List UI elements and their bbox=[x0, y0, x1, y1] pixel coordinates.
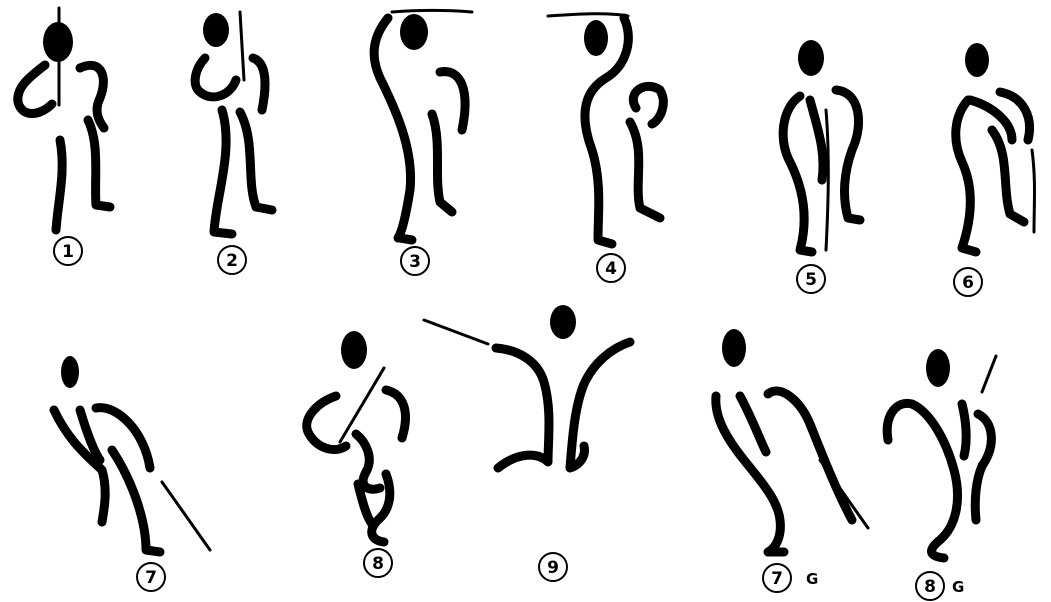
figure-head bbox=[722, 329, 746, 367]
pose-figure-7: 7 bbox=[54, 356, 210, 591]
svg-text:8: 8 bbox=[372, 554, 384, 574]
svg-text:3: 3 bbox=[409, 252, 421, 272]
pose-figure-3: 3 bbox=[374, 11, 472, 276]
figure-leg bbox=[975, 414, 991, 520]
figure-leg bbox=[630, 122, 660, 218]
figure-arm-body bbox=[570, 342, 630, 468]
svg-text:1: 1 bbox=[62, 242, 74, 262]
pose-number-badge: 8 bbox=[364, 549, 392, 577]
pose-number-badge: 3 bbox=[401, 247, 429, 275]
svg-text:7: 7 bbox=[771, 569, 783, 589]
figure-head bbox=[400, 14, 428, 50]
figure-leg bbox=[56, 140, 62, 230]
figure-arm bbox=[253, 58, 265, 110]
figure-arm bbox=[810, 100, 823, 180]
figure-arm bbox=[768, 391, 852, 520]
figure-head bbox=[926, 349, 950, 387]
figure-leg bbox=[88, 120, 110, 207]
pose-figure-9: 9 bbox=[424, 305, 630, 581]
pose-number-badge: 8 bbox=[916, 572, 944, 600]
pose-number-badge: 6 bbox=[954, 268, 982, 296]
sword bbox=[162, 482, 210, 550]
pose-number-badge: 7 bbox=[137, 563, 165, 591]
figure-head bbox=[798, 40, 824, 76]
figure-head bbox=[61, 356, 79, 388]
pose-number-badge: 7 bbox=[763, 564, 791, 592]
figure-head bbox=[965, 43, 989, 77]
pose-figure-1: 1 bbox=[18, 8, 110, 265]
figure-leg bbox=[992, 130, 1024, 222]
pose-figure-2: 2 bbox=[195, 12, 272, 274]
figure-arm-body bbox=[496, 348, 549, 468]
sword bbox=[240, 12, 244, 80]
sword bbox=[548, 14, 628, 16]
pose-suffix: G bbox=[952, 578, 964, 596]
pose-number-badge: 9 bbox=[539, 553, 567, 581]
figure-leg bbox=[214, 110, 232, 234]
sword bbox=[1032, 150, 1035, 232]
pose-suffix: G bbox=[806, 570, 818, 588]
figure-arm bbox=[440, 72, 465, 130]
figure-head bbox=[584, 20, 608, 56]
figure-arm bbox=[633, 86, 663, 124]
figure-arm-leg bbox=[836, 90, 860, 220]
pose-figure-8: 8 bbox=[307, 331, 406, 577]
sword bbox=[424, 320, 488, 344]
figure-arm-body bbox=[887, 403, 957, 558]
figure-arm bbox=[740, 396, 766, 452]
figure-arm bbox=[18, 65, 52, 114]
figure-arm-body bbox=[783, 96, 812, 252]
svg-text:8: 8 bbox=[924, 577, 936, 597]
svg-text:2: 2 bbox=[226, 251, 238, 271]
figure-arm bbox=[195, 58, 236, 97]
pose-number-badge: 5 bbox=[797, 265, 825, 293]
figure-head bbox=[203, 13, 229, 47]
figure-foot bbox=[598, 240, 612, 244]
figure-arm bbox=[962, 404, 966, 456]
svg-text:9: 9 bbox=[547, 558, 559, 578]
figure-arm bbox=[386, 390, 405, 438]
sword bbox=[982, 356, 996, 392]
figure-arm-body bbox=[956, 100, 976, 252]
svg-text:4: 4 bbox=[605, 259, 617, 279]
pose-figure-6: 6 bbox=[954, 43, 1035, 296]
figure-head bbox=[550, 305, 576, 339]
pose-figure-8g: 8 G bbox=[887, 349, 996, 600]
pose-figure-4: 4 bbox=[548, 14, 663, 282]
figure-arm-body bbox=[54, 410, 105, 522]
sword bbox=[392, 11, 472, 13]
figure-arm-body bbox=[374, 18, 410, 238]
pose-number-badge: 4 bbox=[597, 254, 625, 282]
figure-leg bbox=[432, 114, 452, 212]
pose-figure-5: 5 bbox=[783, 40, 860, 293]
pose-number-badge: 2 bbox=[218, 246, 246, 274]
svg-text:6: 6 bbox=[962, 273, 974, 293]
figure-head bbox=[341, 331, 367, 369]
pose-number-badge: 1 bbox=[54, 237, 82, 265]
figure-foot bbox=[400, 238, 412, 240]
svg-text:5: 5 bbox=[805, 270, 817, 290]
pose-figure-7g: 7 G bbox=[716, 329, 868, 592]
svg-text:7: 7 bbox=[145, 568, 157, 588]
figure-leg bbox=[240, 112, 272, 210]
sword bbox=[340, 368, 384, 442]
